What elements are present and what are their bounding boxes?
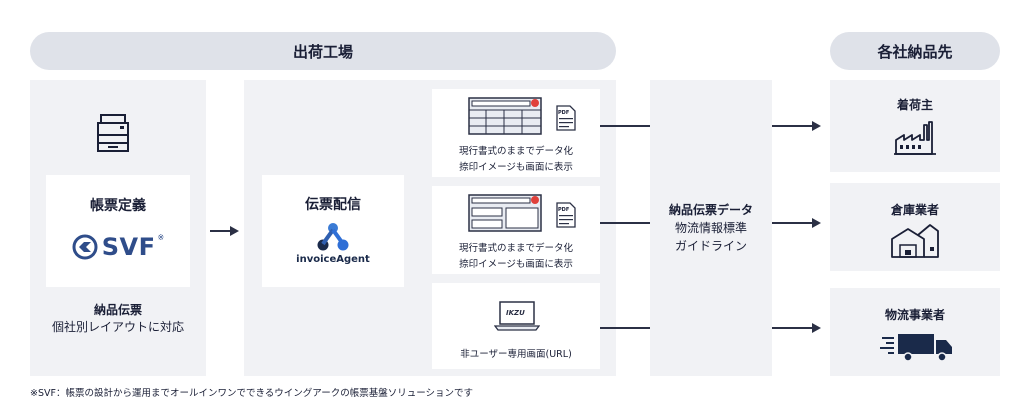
dest-arrow-line-3	[772, 327, 814, 329]
delivery-slip-caption: 納品伝票 個社別レイアウトに対応	[30, 302, 206, 336]
destination-label: 倉庫業者	[890, 203, 939, 217]
document-card-3: IKZU 非ユーザー専用画面(URL)	[432, 283, 600, 369]
form-preview-icon	[468, 97, 542, 135]
document-caption-line-1: 現行書式のままでデータ化	[458, 146, 573, 157]
warehouse-icon	[890, 223, 940, 259]
document-caption-line-1: 現行書式のままでデータ化	[458, 243, 573, 254]
arrow-line-1	[210, 230, 232, 232]
pdf-badge: PDF	[558, 110, 570, 116]
dest-arrow-line-2	[772, 222, 814, 224]
svf-logo: SVF ※	[72, 233, 164, 261]
form-preview-icon	[468, 194, 542, 232]
pdf-badge: PDF	[558, 207, 570, 213]
destination-consignee: 着荷主	[830, 80, 1000, 172]
footnote: ※SVF：帳票の設計から運用までオールインワンでできるウイングアークの帳票基盤ソ…	[30, 388, 474, 399]
destination-logistics: 物流事業者	[830, 288, 1000, 376]
document-card-2: PDF 現行書式のままでデータ化 捺印イメージも画面に表示	[432, 186, 600, 274]
delivery-title: 伝票配信	[305, 196, 361, 213]
pdf-file-icon: PDF	[556, 202, 576, 228]
delivery-slip-subtitle: 個社別レイアウトに対応	[51, 320, 184, 334]
data-box-title: 納品伝票データ	[668, 203, 753, 217]
dest-arrow-head-1	[812, 121, 821, 131]
factory-header: 出荷工場	[30, 32, 616, 70]
arrow-head-1	[230, 226, 239, 236]
destination-warehouse: 倉庫業者	[830, 183, 1000, 271]
destinations-header: 各社納品先	[830, 32, 1000, 70]
document-caption-line-2: 捺印イメージも画面に表示	[459, 162, 573, 173]
invoice-agent-card: 伝票配信 invoiceAgent	[262, 175, 404, 287]
delivery-data-box: 納品伝票データ 物流情報標準 ガイドライン	[650, 80, 772, 376]
doc-line-1	[600, 125, 650, 127]
form-definition-card: 帳票定義 SVF ※	[46, 175, 190, 287]
document-card-1: PDF 現行書式のままでデータ化 捺印イメージも画面に表示	[432, 89, 600, 177]
data-box-line-1: 物流情報標準	[674, 221, 747, 235]
laptop-icon: IKZU	[494, 301, 540, 331]
truck-icon	[880, 332, 956, 364]
invoice-agent-logo-icon	[315, 222, 351, 252]
form-definition-title: 帳票定義	[90, 198, 146, 214]
pdf-file-icon: PDF	[556, 105, 576, 131]
svf-logo-text: SVF	[101, 233, 156, 261]
dest-arrow-head-3	[812, 323, 821, 333]
document-caption-line-2: 捺印イメージも画面に表示	[459, 259, 573, 270]
destination-label: 着荷主	[896, 98, 933, 112]
document-caption-2: 現行書式のままでデータ化 捺印イメージも画面に表示	[432, 241, 600, 273]
dest-arrow-head-2	[812, 218, 821, 228]
factory-icon	[894, 120, 936, 156]
svf-footnote-mark: ※	[157, 233, 165, 242]
printer-icon	[96, 113, 130, 153]
document-caption-1: 現行書式のままでデータ化 捺印イメージも画面に表示	[432, 144, 600, 176]
dest-arrow-line-1	[772, 125, 814, 127]
svf-logo-mark-icon	[72, 234, 98, 260]
doc-line-2	[600, 222, 650, 224]
screen-logo: IKZU	[506, 309, 525, 317]
destination-label: 物流事業者	[884, 308, 945, 322]
doc-line-3	[600, 327, 650, 329]
data-box-line-2: ガイドライン	[674, 239, 747, 253]
invoice-agent-logo-text: invoiceAgent	[296, 253, 370, 265]
document-caption-3: 非ユーザー専用画面(URL)	[432, 347, 600, 363]
delivery-slip-title: 納品伝票	[93, 303, 142, 317]
document-caption-line-1: 非ユーザー専用画面(URL)	[460, 349, 572, 360]
